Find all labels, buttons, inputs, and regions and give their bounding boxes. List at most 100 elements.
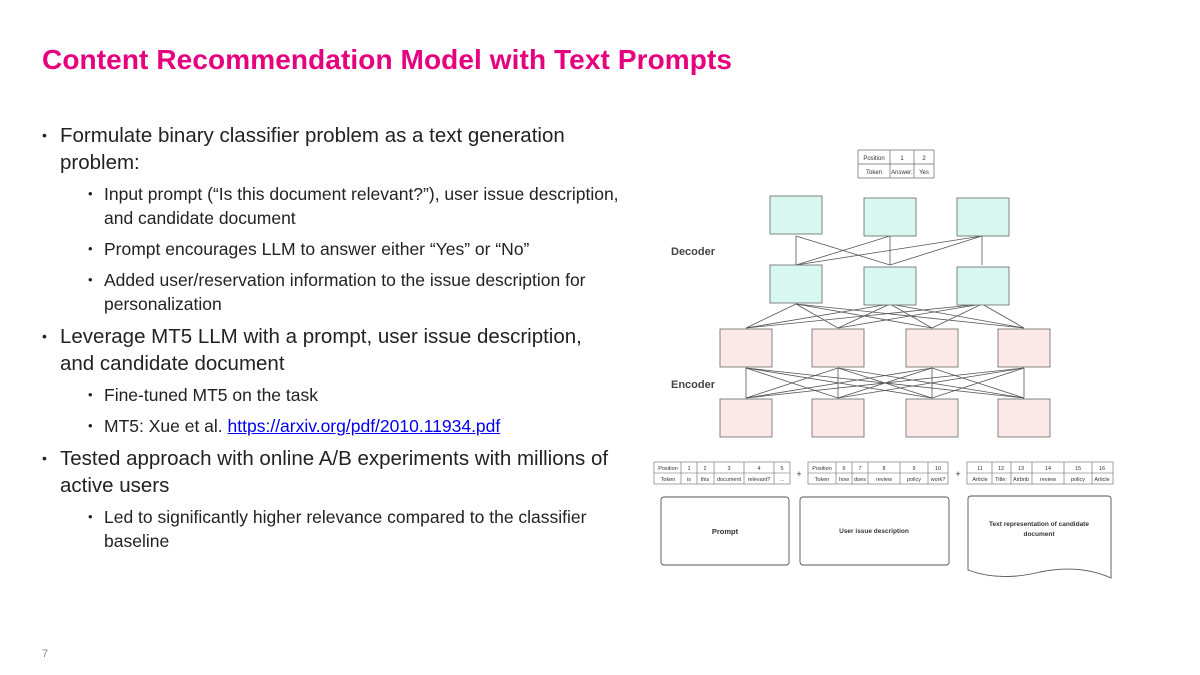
token-cell: Title: [995, 477, 1007, 483]
token-cell: policy [1071, 477, 1085, 483]
candidate-box-label-line1: Text representation of candidate [989, 521, 1089, 528]
position-cell: 10 [935, 466, 941, 472]
decoder-node [863, 197, 917, 237]
position-cell: 16 [1099, 466, 1105, 472]
sub-bullet-text: Led to significantly higher relevance co… [104, 507, 587, 551]
sub-bullet-dot: • [88, 186, 93, 201]
encoder-node [905, 398, 959, 438]
bullet-text: Formulate binary classifier problem as a… [60, 124, 565, 174]
token-cell: Article [972, 477, 987, 483]
position-cell: 2 [703, 466, 706, 472]
sub-bullet-dot: • [88, 418, 93, 433]
bullet-text: Leverage MT5 LLM with a prompt, user iss… [60, 325, 582, 375]
position-cell: 13 [1018, 466, 1024, 472]
plus-sign: + [955, 469, 960, 479]
position-cell: 12 [998, 466, 1004, 472]
token-cell: how [839, 477, 849, 483]
decoder-node [956, 197, 1010, 237]
encoder-decoder-diagram: Position Token 1 2 Answer: Yes [653, 149, 1114, 579]
user-issue-box-label: User issue description [839, 528, 909, 535]
position-header: Position [812, 466, 832, 472]
token-cell: Article [1094, 477, 1109, 483]
bullet-leverage: Leverage MT5 LLM with a prompt, user iss… [40, 323, 620, 377]
sub-bullet-dot: • [88, 241, 93, 256]
token-cell: Answer: [891, 170, 913, 176]
token-label: Token [815, 477, 830, 483]
decoder-node [769, 264, 823, 304]
candidate-box-label-line2: document [1023, 531, 1055, 538]
position-cell: 3 [727, 466, 730, 472]
position-cell: 2 [922, 156, 926, 162]
bullet-text: Tested approach with online A/B experime… [60, 447, 609, 497]
token-label: Token [866, 170, 882, 176]
position-cell: 1 [900, 156, 904, 162]
candidate-token-table: 11 12 13 14 15 16 Article Title: Airbnb … [966, 461, 1114, 485]
token-cell: review [1040, 477, 1056, 483]
plus-sign: + [796, 469, 801, 479]
sub-bullet-dot: • [88, 387, 93, 402]
position-header: Position [863, 156, 884, 162]
output-token-table: Position Token 1 2 Answer: Yes [857, 149, 935, 179]
sub-bullet-mt5-ref: • MT5: Xue et al. https://arxiv.org/pdf/2… [88, 414, 620, 438]
sub-bullet-text: Input prompt (“Is this document relevant… [104, 184, 619, 228]
token-cell: does [854, 477, 866, 483]
user-issue-token-table: Position Token 6 7 8 9 10 how does revie… [807, 461, 949, 485]
sub-bullet-text: Fine-tuned MT5 on the task [104, 385, 318, 405]
token-label: Token [661, 477, 676, 483]
decoder-output-row [769, 195, 1010, 237]
sub-bullet-user-info: • Added user/reservation information to t… [88, 268, 620, 316]
prompt-box-label: Prompt [712, 527, 739, 536]
prompt-box: Prompt [660, 496, 790, 566]
decoder-node [956, 266, 1010, 306]
position-cell: 11 [977, 466, 983, 472]
sub-bullet-text: Added user/reservation information to th… [104, 270, 586, 314]
page-number: 7 [42, 648, 49, 660]
bullet-tested: Tested approach with online A/B experime… [40, 445, 620, 499]
decoder-connections [745, 235, 1025, 399]
slide-title: Content Recommendation Model with Text P… [42, 44, 733, 75]
encoder-node [997, 328, 1051, 368]
position-cell: 15 [1075, 466, 1081, 472]
decoder-node [863, 266, 917, 306]
bullet-formulate: Formulate binary classifier problem as a… [40, 122, 620, 176]
token-cell: work? [930, 477, 946, 483]
prompt-token-table: Position Token 1 2 3 4 5 is this documen… [653, 461, 791, 485]
token-cell: this [701, 477, 710, 483]
sub-bullet-fine-tuned: • Fine-tuned MT5 on the task [88, 383, 620, 407]
bullet-list: Formulate binary classifier problem as a… [40, 122, 620, 560]
encoder-node [719, 328, 773, 368]
sub-bullet-text: MT5: Xue et al. [104, 416, 228, 436]
position-cell: 8 [882, 466, 885, 472]
token-cell: review [876, 477, 892, 483]
sub-bullet-relevance: •Led to significantly higher relevance c… [88, 505, 620, 553]
sub-bullet-input-prompt: • Input prompt (“Is this document relevan… [88, 182, 620, 230]
sub-bullet-text: Prompt encourages LLM to answer either “… [104, 239, 530, 259]
token-cell: document [717, 477, 742, 483]
encoder-top-row [719, 328, 1051, 368]
position-header: Position [658, 466, 678, 472]
user-issue-box: User issue description [799, 496, 950, 566]
position-cell: 14 [1045, 466, 1051, 472]
encoder-node [811, 398, 865, 438]
encoder-label: Encoder [671, 379, 716, 391]
encoder-bottom-row [719, 398, 1051, 438]
token-cell: relevant? [748, 477, 771, 483]
token-cell: Airbnb [1013, 477, 1029, 483]
position-cell: 4 [757, 466, 760, 472]
token-cell: ... [780, 477, 785, 483]
position-cell: 1 [687, 466, 690, 472]
arxiv-link[interactable]: https://arxiv.org/pdf/2010.11934.pdf [227, 416, 501, 436]
token-cell: Yes [919, 170, 929, 176]
position-cell: 9 [912, 466, 915, 472]
encoder-node [811, 328, 865, 368]
candidate-document-box: Text representation of candidate documen… [967, 495, 1112, 579]
encoder-node [997, 398, 1051, 438]
decoder-node [769, 195, 823, 235]
decoder-label: Decoder [671, 246, 716, 258]
position-cell: 6 [842, 466, 845, 472]
decoder-row [769, 264, 1010, 306]
encoder-node [905, 328, 959, 368]
position-cell: 7 [858, 466, 861, 472]
sub-bullet-prompt-encourages: • Prompt encourages LLM to answer either … [88, 237, 620, 261]
sub-bullet-dot: • [88, 272, 93, 287]
